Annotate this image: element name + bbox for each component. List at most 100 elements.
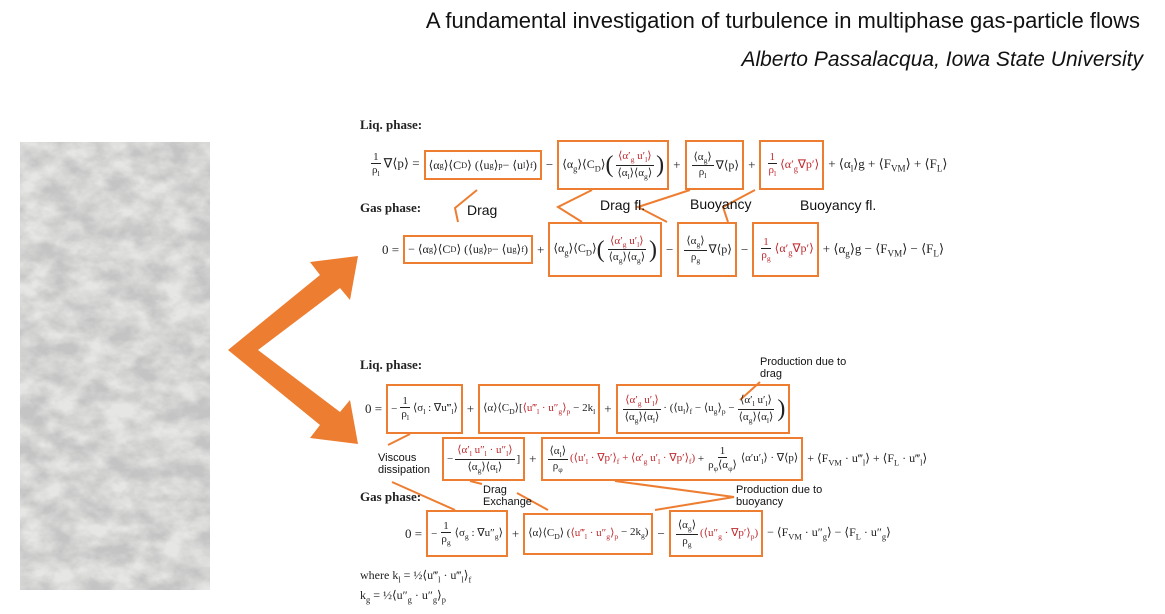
term-red: ⟨u‴l · u″g⟩p [570, 526, 619, 542]
liq-production-buoyancy-term: ⟨αl⟩ρφ(⟨u′l · ∇p′⟩f + ⟨α′g u′l · ∇p′⟩f) … [540, 437, 804, 481]
term-mid: · (⟨ul⟩f − ⟨ug⟩p − [663, 402, 735, 417]
operator: + [673, 157, 681, 172]
frac-den: ⟨αg⟩⟨αg⟩ [608, 251, 646, 266]
operator: − [545, 157, 554, 172]
frac-den: ⟨αg⟩⟨αl⟩ [738, 410, 774, 425]
where-kg: kg = ½⟨u″g · u″g⟩p [360, 588, 446, 605]
operator: + [466, 401, 475, 416]
frac-num: ⟨α′g u′l⟩ [616, 150, 654, 166]
operator: + [537, 241, 545, 257]
slide-title: A fundamental investigation of turbulenc… [425, 8, 1140, 33]
note-drag-exchange: Drag Exchange [483, 484, 532, 508]
note-drag-fl: Drag fl. [600, 197, 646, 213]
energy-liq-equation-line2: −⟨α′l u″l · u″l⟩⟨αg⟩⟨αl⟩] + ⟨αl⟩ρφ (⟨u′l … [442, 437, 927, 481]
energy-liq-lhs: 0 = [365, 401, 383, 416]
gas-drag-fluct-term: ⟨αg⟩⟨CD⟩(⟨α′g u′l⟩⟨αg⟩⟨αg⟩) [548, 222, 663, 277]
operator: + [511, 525, 520, 541]
gas-phase-label: Gas phase: [360, 200, 422, 215]
liq-drag-fluct-term: ⟨αg⟩⟨CD⟩(⟨α′g u′l⟩⟨αl⟩⟨αg⟩) [557, 140, 670, 190]
frac-den: ρg [761, 248, 771, 264]
term-prefix: ⟨αg⟩⟨CD⟩ [553, 241, 597, 258]
term-prefix: ⟨α⟩⟨CD⟩ ( [528, 526, 571, 542]
liq-drag-exchange-term-cont: −⟨α′l u″l · u″l⟩⟨αg⟩⟨αl⟩] [442, 437, 526, 481]
term-red: (⟨u″g · ∇p′⟩p) [700, 526, 759, 542]
operator: + [748, 157, 756, 172]
note-production-drag: Production due to drag [760, 356, 847, 380]
operator: − [657, 525, 665, 541]
operator: + [529, 451, 537, 466]
liq-drag-exchange-term: ⟨α⟩⟨CD⟩[⟨u‴l · u″g⟩p − 2kl [478, 384, 601, 434]
liq-buoyancy-term: ⟨αg⟩ρl ∇⟨p⟩ [684, 140, 745, 190]
operator: + [604, 401, 612, 416]
frac-den: ρφ [552, 460, 563, 475]
gas-production-buoyancy-term: ⟨αg⟩ρg (⟨u″g · ∇p′⟩p) [668, 510, 764, 557]
lhs-rest: ∇⟨p⟩ = [383, 155, 420, 171]
frac-num: ⟨α′g u′l⟩ [608, 234, 646, 250]
frac-num: ⟨αl⟩ [547, 444, 569, 460]
frac-den: ρφ⟨αφ⟩ [708, 458, 737, 474]
frac-num: ⟨α′l u′l⟩ [738, 394, 774, 410]
term-post: − 2kg) [620, 526, 649, 541]
frac-den: ρg [441, 532, 451, 548]
note-viscous-dissipation: Viscous dissipation [378, 452, 430, 476]
frac-den: ⟨αl⟩⟨αg⟩ [617, 166, 653, 181]
bracket: ] [516, 453, 521, 465]
frac-num: 1 [717, 444, 728, 458]
gas-lhs: 0 = [382, 241, 400, 257]
frac-den: ρg [682, 534, 692, 549]
liq-phase-label-2: Liq. phase: [360, 357, 423, 372]
term-red: (⟨u′l · ∇p′⟩f + ⟨α′g u′l · ∇p′⟩f) [570, 452, 696, 467]
where-kl: where kl = ½⟨u‴l · u‴l⟩f [360, 568, 472, 585]
operator: − [666, 241, 674, 257]
term-rest: ∇⟨p⟩ [715, 157, 740, 172]
paren: ) [777, 396, 786, 422]
liq-production-drag-term: ⟨α′g u′l⟩⟨αg⟩⟨αl⟩· (⟨ul⟩f − ⟨ug⟩p −⟨α′l … [615, 384, 791, 434]
term-rest: ∇⟨p⟩ [708, 242, 732, 256]
term-rest: ⟨α′u′l⟩ · ∇⟨p⟩ [740, 452, 799, 467]
term-post: − 2kl [573, 401, 596, 417]
liq-phase-label: Liq. phase: [360, 117, 423, 132]
frac-num: 1 [400, 395, 410, 409]
frac-num: ⟨α′g u′l⟩ [623, 394, 661, 410]
gas-phase-label-2: Gas phase: [360, 489, 422, 504]
sign: − [431, 527, 438, 540]
frac-num: ⟨αg⟩ [675, 519, 699, 535]
frac-num: 1 [371, 151, 381, 165]
frac-num: ⟨αg⟩ [691, 150, 714, 166]
sign: − [391, 403, 398, 415]
operator: + [697, 453, 705, 465]
frac-den: ρl [768, 164, 777, 179]
frac-den: ⟨αg⟩⟨αl⟩ [624, 410, 660, 425]
frac-den: ⟨αg⟩⟨αl⟩ [467, 460, 503, 475]
gas-buoyancy-term: ⟨αg⟩ρg∇⟨p⟩ [677, 222, 737, 277]
frac-num: 1 [761, 235, 771, 249]
term-prefix: ⟨αg⟩⟨CD⟩ [562, 156, 606, 174]
term-prefix: ⟨α⟩⟨CD⟩[ [483, 402, 523, 417]
gas-drag-exchange-term: ⟨α⟩⟨CD⟩ (⟨u‴l · u″g⟩p − 2kg) [523, 512, 654, 555]
frac-num: ⟨αg⟩ [684, 235, 707, 251]
operator: − [740, 241, 749, 257]
slide-author: Alberto Passalacqua, Iowa State Universi… [741, 48, 1143, 71]
frac-num: ⟨α′l u″l · u″l⟩ [455, 444, 515, 460]
gas-tail: + ⟨αg⟩g − ⟨FVM⟩ − ⟨FL⟩ [822, 240, 945, 259]
term-red: ⟨u‴l · u″g⟩p [522, 402, 571, 417]
note-buoyancy: Buoyancy [690, 196, 752, 212]
note-production-buoyancy: Production due to buoyancy [736, 484, 823, 508]
frac-num: 1 [767, 151, 778, 165]
term-rest: ⟨σg : ∇u″g⟩ [454, 526, 503, 542]
energy-gas-lhs: 0 = [405, 525, 423, 541]
term-rest: ⟨α′g∇p′⟩ [780, 156, 820, 174]
frac-den: ρl [698, 166, 707, 181]
